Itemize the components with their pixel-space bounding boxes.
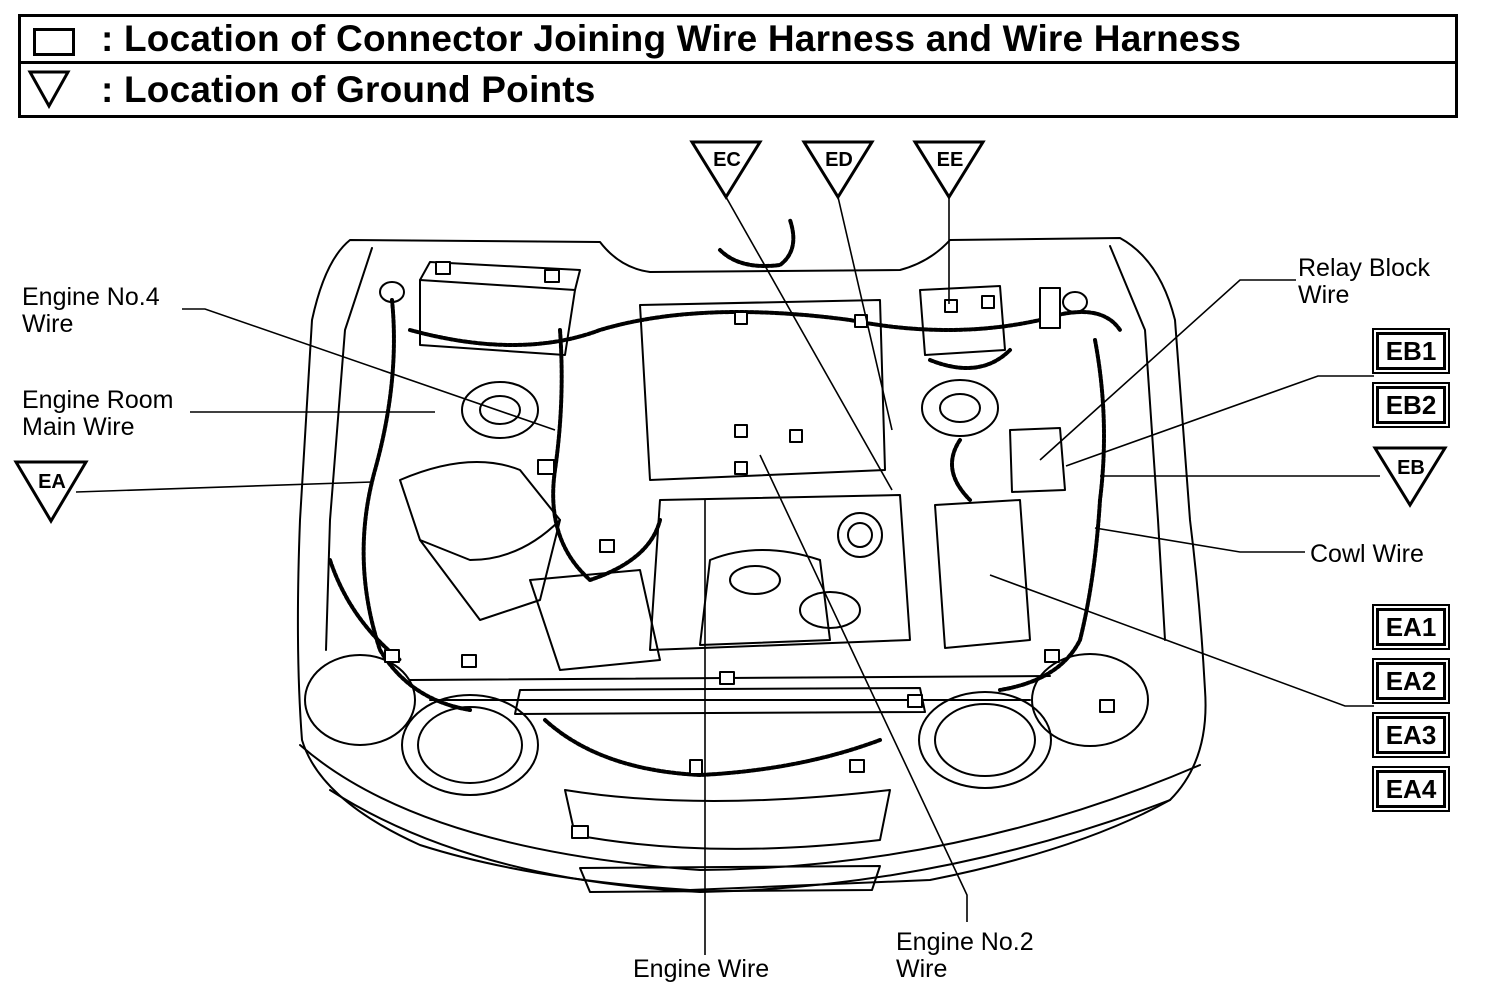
legend-connector-text: : Location of Connector Joining Wire Har…: [101, 18, 1242, 59]
connector-eb2: EB2: [1376, 386, 1446, 424]
ground-point-ea: [13, 460, 89, 524]
ground-point-ee: [912, 140, 986, 200]
legend-ground-row: : Location of Ground Points: [18, 64, 1458, 118]
ground-label-ee: EE: [937, 149, 964, 171]
ground-label-ea: EA: [38, 471, 66, 493]
ground-point-ed: [801, 140, 875, 200]
ground-point-eb: [1372, 446, 1448, 508]
ground-label-eb: EB: [1397, 457, 1425, 479]
label-engine-wire: Engine Wire: [633, 955, 770, 983]
connector-legend-icon: [21, 17, 101, 61]
ground-point-ec: [689, 140, 763, 200]
ground-label-ed: ED: [825, 149, 853, 171]
connector-ea2: EA2: [1376, 662, 1446, 700]
label-relay-block-wire: Relay Block Wire: [1298, 254, 1430, 309]
connector-eb1: EB1: [1376, 332, 1446, 370]
ground-legend-icon: [21, 64, 101, 115]
connector-ea4: EA4: [1376, 770, 1446, 808]
ground-label-ec: EC: [713, 149, 741, 171]
label-engine-no4-wire: Engine No.4 Wire: [22, 283, 160, 338]
label-engine-no2-wire: Engine No.2 Wire: [896, 928, 1034, 983]
connector-ea1: EA1: [1376, 608, 1446, 646]
label-engine-room-main-wire: Engine Room Main Wire: [22, 386, 174, 441]
legend-ground-text: : Location of Ground Points: [101, 68, 596, 110]
legend-connector-row: : Location of Connector Joining Wire Har…: [18, 14, 1458, 64]
connector-ea3: EA3: [1376, 716, 1446, 754]
label-cowl-wire: Cowl Wire: [1310, 540, 1424, 568]
